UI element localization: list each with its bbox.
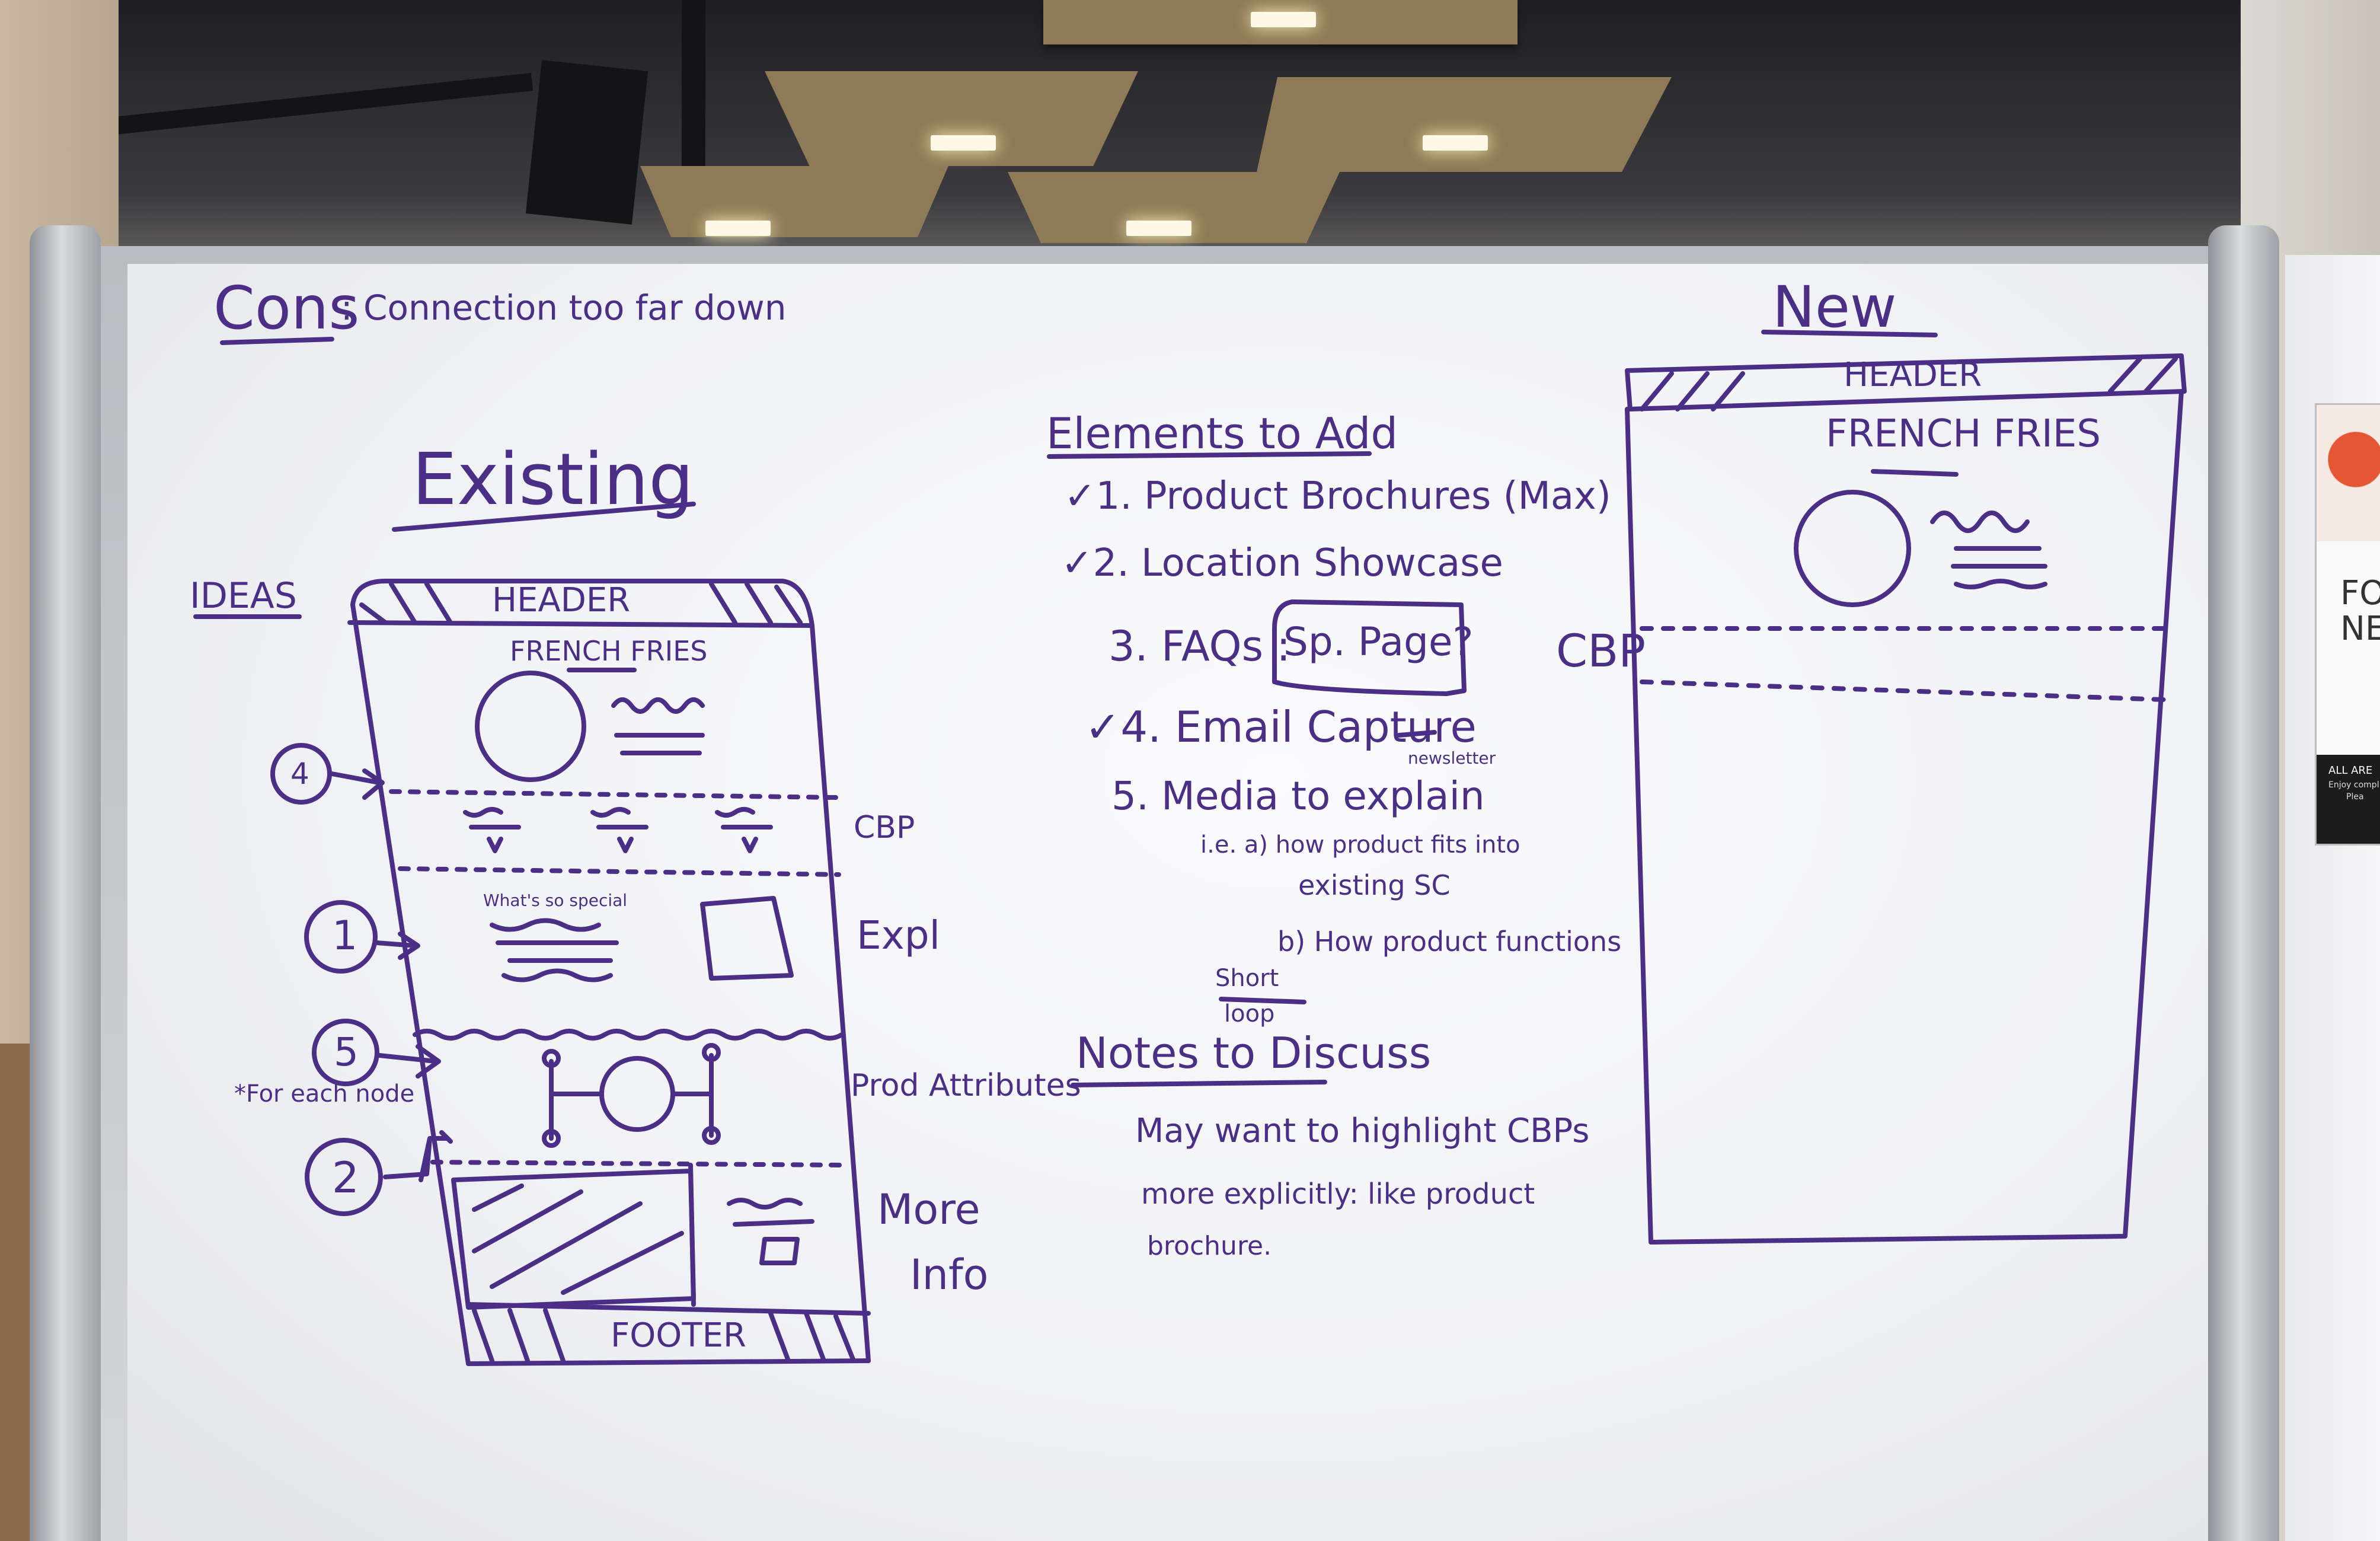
short-loop-1: Short xyxy=(1215,965,1279,992)
marker-4: 4 xyxy=(290,757,309,791)
media-sub-a2: existing SC xyxy=(1298,869,1451,901)
ceiling-panel xyxy=(1257,77,1672,172)
hero-circle xyxy=(475,671,586,782)
new-hero-underline xyxy=(1871,469,1959,477)
right-post xyxy=(2208,225,2279,1541)
existing-title: Existing xyxy=(412,439,694,521)
existing-footer-label: FOOTER xyxy=(611,1316,746,1355)
element-item-2: ✓2. Location Showcase xyxy=(1061,541,1503,585)
whiteboard-surface xyxy=(127,264,2214,1541)
poster-text: NE xyxy=(2340,610,2380,648)
side-label-expl: Expl xyxy=(857,913,940,958)
side-label-cbp: CBP xyxy=(854,810,915,846)
newsletter-tick xyxy=(1397,730,1437,738)
cons-text: : Connection too far down xyxy=(341,288,787,328)
element-item-1: ✓1. Product Brochures (Max) xyxy=(1064,474,1611,518)
existing-underline xyxy=(392,502,696,532)
footer-top xyxy=(466,1302,871,1316)
marker-circle-2 xyxy=(305,1138,383,1216)
ceiling-light xyxy=(705,221,771,236)
elements-title-underline xyxy=(1047,451,1372,459)
notes-line-2: more explicitly: like product xyxy=(1141,1178,1535,1211)
expl-image xyxy=(700,896,794,981)
marker-circle-5 xyxy=(312,1019,379,1086)
existing-wireframe xyxy=(347,579,871,1366)
element-item-3: 3. FAQs : xyxy=(1108,622,1290,671)
notes-title: Notes to Discuss xyxy=(1076,1028,1432,1078)
left-post xyxy=(30,225,101,1541)
new-hero-circle xyxy=(1794,490,1911,607)
poster-image xyxy=(2317,405,2380,541)
email-note: newsletter xyxy=(1408,748,1496,768)
ceiling-duct xyxy=(682,0,705,178)
marker-circle-1 xyxy=(304,900,378,974)
existing-hero-subtitle: What's so special xyxy=(483,891,628,910)
marker-2: 2 xyxy=(332,1153,359,1202)
marker-1: 1 xyxy=(332,913,358,959)
new-underline xyxy=(1761,330,1938,337)
notes-underline xyxy=(1071,1080,1327,1087)
ceiling-light xyxy=(1251,12,1316,27)
side-label-more: More xyxy=(877,1185,980,1234)
new-title: New xyxy=(1772,274,1897,340)
existing-header-label: HEADER xyxy=(492,581,631,620)
existing-hero-title: FRENCH FRIES xyxy=(510,635,708,667)
poster-footer: ALL ARE Enjoy compl Plea xyxy=(2317,755,2380,844)
header-hatching xyxy=(359,582,803,625)
notes-line-1: May want to highlight CBPs xyxy=(1135,1112,1590,1150)
ideas-label: IDEAS xyxy=(190,575,297,617)
element-item-4: ✓4. Email Capture xyxy=(1085,702,1477,752)
new-wireframe xyxy=(1625,353,2187,1245)
new-hero-title: FRENCH FRIES xyxy=(1826,412,2101,456)
prod-divider xyxy=(413,1029,844,1041)
footer-hatching xyxy=(472,1308,856,1363)
faq-box xyxy=(1272,599,1467,696)
short-loop-line xyxy=(1219,997,1306,1004)
new-header-label: HEADER xyxy=(1844,356,1982,394)
new-side-label-cbp: CBP xyxy=(1556,624,1646,677)
faq-box-label: Sp. Page? xyxy=(1283,619,1474,665)
marker-5: 5 xyxy=(334,1029,359,1075)
poster-text: FO xyxy=(2340,574,2380,612)
media-sub-a1: i.e. a) how product fits into xyxy=(1200,831,1520,859)
ceiling-light xyxy=(931,135,996,151)
ceiling-light xyxy=(1423,135,1488,151)
side-label-info: Info xyxy=(910,1250,989,1299)
poster: FO NE ALL ARE Enjoy compl Plea xyxy=(2315,403,2380,846)
prod-node-circle xyxy=(599,1056,675,1132)
node-note: *For each node xyxy=(234,1080,415,1108)
elements-title: Elements to Add xyxy=(1046,409,1398,458)
cons-underline xyxy=(220,337,334,345)
cbp-divider xyxy=(389,789,838,800)
cons-label: Cons xyxy=(213,273,360,343)
ceiling-panel xyxy=(640,166,948,237)
short-loop-2: loop xyxy=(1224,1000,1275,1028)
media-sub-b: b) How product functions xyxy=(1277,926,1622,958)
side-label-prod-attributes: Prod Attributes xyxy=(851,1068,1081,1103)
notes-line-3: brochure. xyxy=(1147,1231,1272,1261)
element-item-5: 5. Media to explain xyxy=(1111,773,1485,819)
ceiling-light xyxy=(1126,221,1191,236)
